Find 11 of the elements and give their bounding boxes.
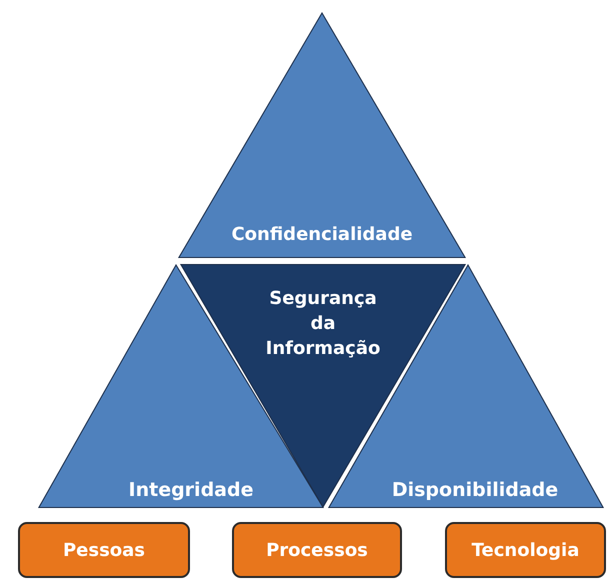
triangle-label: Disponibilidade — [390, 478, 560, 503]
pillar-label: Processos — [266, 540, 368, 560]
triangle-label: Segurança da Informação — [264, 287, 382, 362]
triangle-panel — [176, 10, 468, 260]
pillar-label: Pessoas — [62, 540, 146, 560]
pillar-card — [232, 522, 402, 578]
pillar-label: Tecnologia — [472, 540, 580, 560]
pillar-card — [445, 522, 606, 578]
pillar-card — [18, 522, 190, 578]
triangle-label: Integridade — [128, 478, 254, 503]
triangle-label: Confidencialidade — [230, 223, 414, 247]
